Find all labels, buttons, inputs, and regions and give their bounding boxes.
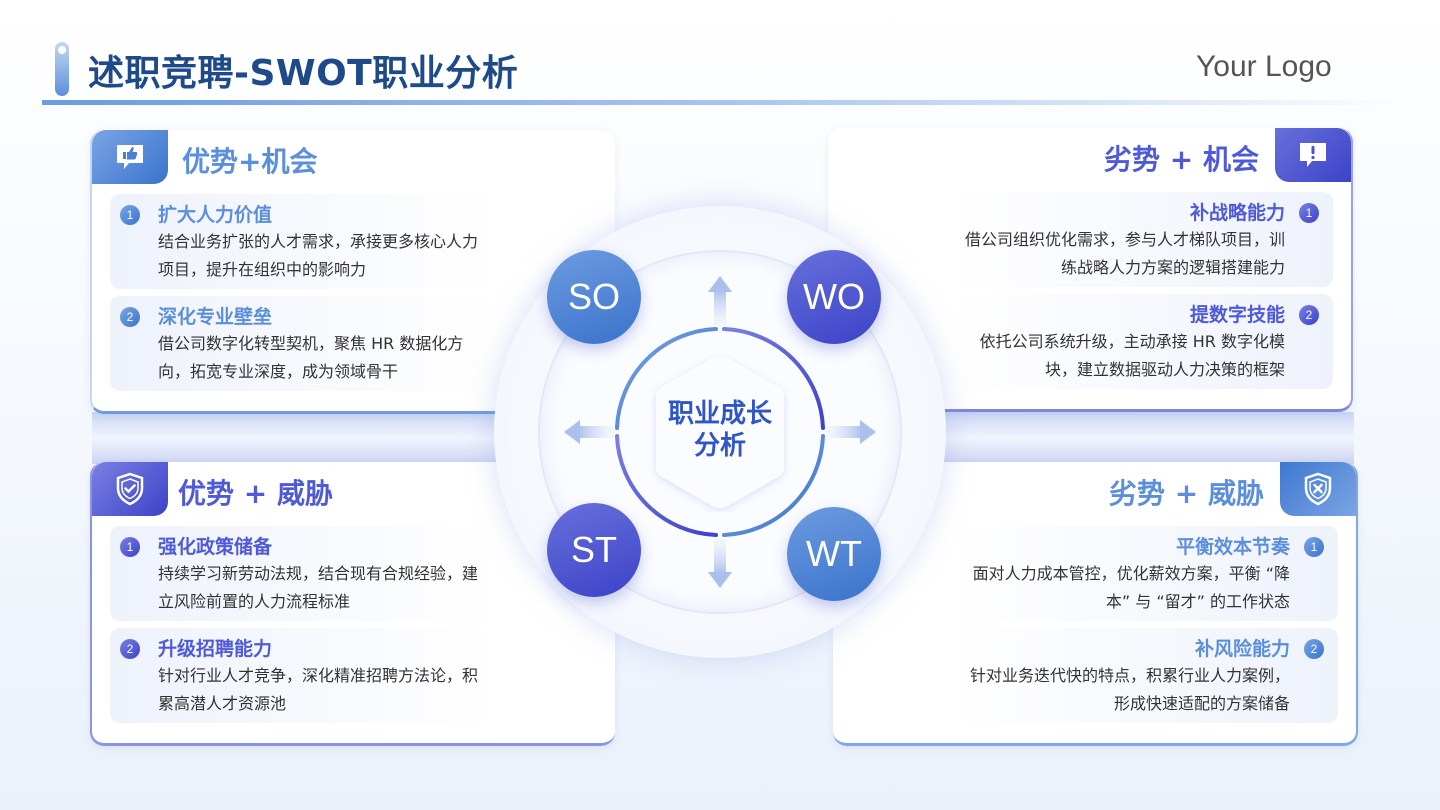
- title-accent-bar: [55, 42, 69, 96]
- bubble-wo: WO: [787, 250, 881, 344]
- hub-hexagon: [656, 357, 784, 508]
- item-desc: 借公司组织优化需求，参与人才梯队项目，训练战略人力方案的逻辑搭建能力: [965, 230, 1286, 277]
- arrow-left-icon: [564, 420, 614, 444]
- list-item: 2 深化专业壁垒 借公司数字化转型契机，聚焦 HR 数据化方向，拓宽专业深度，成…: [110, 296, 496, 391]
- item-desc: 借公司数字化转型契机，聚焦 HR 数据化方向，拓宽专业深度，成为领域骨干: [158, 334, 464, 381]
- number-badge: 2: [120, 639, 140, 659]
- item-desc: 依托公司系统升级，主动承接 HR 数字化模块，建立数据驱动人力决策的框架: [979, 332, 1285, 379]
- exclamation-chat-icon: [1275, 128, 1351, 182]
- thumbs-up-chat-icon: [92, 130, 168, 184]
- hub-label-line2: 分析: [693, 431, 746, 461]
- list-item: 1 平衡效本节奏 面对人力成本管控，优化薪效方案，平衡 “降本” 与 “留才” …: [952, 526, 1338, 621]
- shield-check-icon: [92, 462, 168, 516]
- card-title: 劣势 + 威胁: [1109, 477, 1264, 510]
- shield-x-icon: [1280, 462, 1356, 516]
- card-title: 劣势 + 机会: [1104, 143, 1259, 176]
- list-item: 2 补风险能力 针对业务迭代快的特点，积累行业人力案例，形成快速适配的方案储备: [952, 628, 1338, 723]
- hub-arcs-and-arrows: [564, 276, 876, 588]
- number-badge: 2: [1304, 639, 1324, 659]
- list-item: 1 补战略能力 借公司组织优化需求，参与人才梯队项目，训练战略人力方案的逻辑搭建…: [947, 192, 1333, 287]
- item-title: 提数字技能: [1189, 304, 1285, 326]
- number-badge: 1: [120, 537, 140, 557]
- item-desc: 结合业务扩张的人才需求，承接更多核心人力项目，提升在组织中的影响力: [158, 232, 479, 279]
- list-item: 2 提数字技能 依托公司系统升级，主动承接 HR 数字化模块，建立数据驱动人力决…: [947, 294, 1333, 389]
- list-item: 2 升级招聘能力 针对行业人才竞争，深化精准招聘方法论，积累高潜人才资源池: [110, 628, 496, 723]
- item-title: 深化专业壁垒: [158, 306, 273, 328]
- arrow-up-icon: [708, 276, 732, 326]
- number-badge: 2: [1299, 305, 1319, 325]
- arrow-down-icon: [708, 538, 732, 588]
- item-desc: 面对人力成本管控，优化薪效方案，平衡 “降本” 与 “留才” 的工作状态: [972, 564, 1290, 611]
- number-badge: 1: [120, 205, 140, 225]
- item-title: 升级招聘能力: [158, 638, 273, 660]
- item-title: 强化政策储备: [158, 536, 273, 558]
- item-desc: 持续学习新劳动法规，结合现有合规经验，建立风险前置的人力流程标准: [158, 564, 479, 611]
- page-title: 述职竞聘-SWOT职业分析: [88, 53, 519, 94]
- item-title: 补战略能力: [1189, 202, 1285, 224]
- title-underline: [42, 100, 1402, 105]
- item-desc: 针对业务迭代快的特点，积累行业人力案例，形成快速适配的方案储备: [970, 666, 1291, 713]
- item-title: 补风险能力: [1194, 638, 1290, 660]
- hub-label: 职业成长 分析: [650, 398, 790, 462]
- logo: Your Logo: [1196, 50, 1332, 83]
- card-so: 优势+机会 1 扩大人力价值 结合业务扩张的人才需求，承接更多核心人力项目，提升…: [90, 130, 615, 414]
- bubble-st: ST: [547, 503, 641, 597]
- number-badge: 1: [1299, 203, 1319, 223]
- number-badge: 2: [120, 307, 140, 327]
- card-title: 优势+机会: [182, 145, 318, 178]
- arrow-right-icon: [826, 420, 876, 444]
- item-desc: 针对行业人才竞争，深化精准招聘方法论，积累高潜人才资源池: [158, 666, 479, 713]
- list-item: 1 扩大人力价值 结合业务扩张的人才需求，承接更多核心人力项目，提升在组织中的影…: [110, 194, 496, 289]
- item-title: 平衡效本节奏: [1175, 536, 1290, 558]
- card-title: 优势 + 威胁: [178, 477, 333, 510]
- number-badge: 1: [1304, 537, 1324, 557]
- list-item: 1 强化政策储备 持续学习新劳动法规，结合现有合规经验，建立风险前置的人力流程标…: [110, 526, 496, 621]
- bubble-wt: WT: [787, 507, 881, 601]
- bubble-so: SO: [547, 250, 641, 344]
- hub-label-line1: 职业成长: [667, 399, 772, 429]
- item-title: 扩大人力价值: [158, 204, 273, 226]
